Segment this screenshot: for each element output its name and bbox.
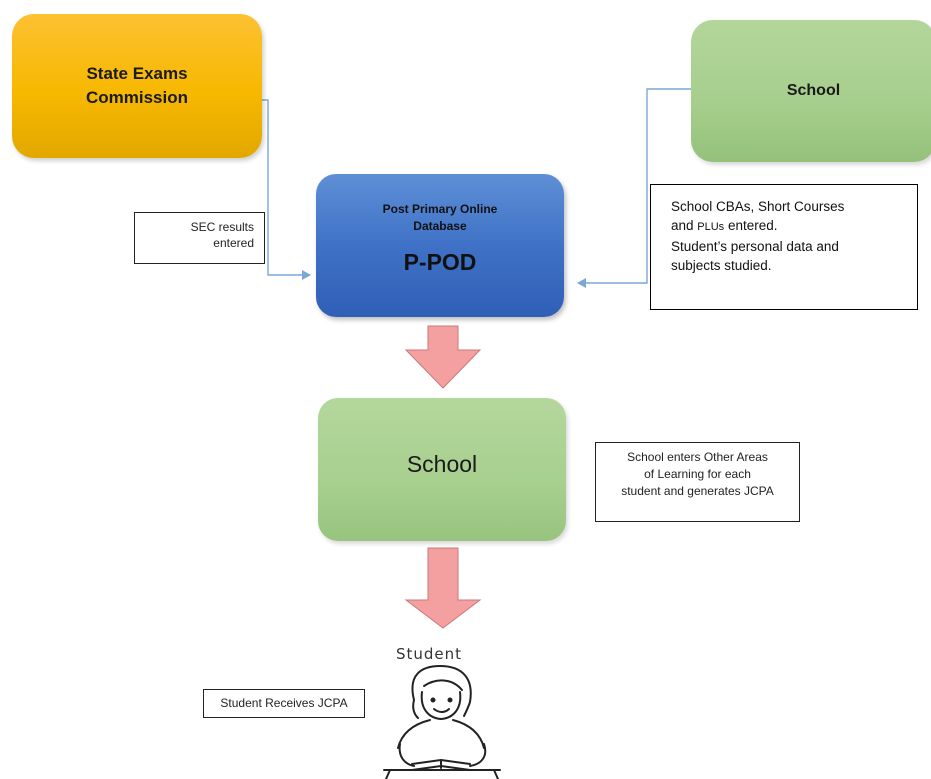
school-source-label: School	[786, 82, 841, 99]
school-label: School	[406, 451, 478, 477]
school-source-node: School	[691, 20, 931, 162]
school-data-note: School CBAs, Short Courses and PLUs ente…	[650, 184, 918, 310]
school-data-line1: School CBAs, Short Courses	[671, 199, 845, 214]
student-receives-text: Student Receives JCPA	[220, 696, 348, 710]
sec-label-line2: Commission	[85, 88, 189, 107]
other-areas-note: School enters Other Areas of Learning fo…	[595, 442, 800, 522]
school-data-line3: Student’s personal data and	[671, 239, 839, 254]
sec-results-note: SEC results entered	[134, 212, 265, 264]
student-label: Student	[396, 645, 463, 663]
school-node: School	[318, 398, 566, 541]
school-data-line2-post: entered.	[724, 218, 778, 233]
other-areas-line3: student and generates JCPA	[621, 484, 774, 498]
school-data-line4: subjects studied.	[671, 258, 772, 273]
ppod-subtitle-line2: Database	[413, 219, 467, 233]
ppod-to-school-arrow	[404, 325, 482, 389]
school-data-line2-pre: and	[671, 218, 698, 233]
other-areas-line1: School enters Other Areas	[627, 450, 768, 464]
sec-label-line1: State Exams	[86, 64, 188, 83]
ppod-subtitle: Post Primary Online Database	[383, 201, 498, 235]
sec-results-line2: entered	[213, 236, 254, 250]
ppod-node: Post Primary Online Database P-POD	[316, 174, 564, 317]
ppod-subtitle-line1: Post Primary Online	[382, 202, 498, 216]
sec-results-line1: SEC results	[190, 220, 254, 234]
school-data-line2: and PLUs entered.	[671, 216, 907, 237]
other-areas-line2: of Learning for each	[644, 467, 751, 481]
school-data-line2-caps: PLUs	[697, 221, 725, 233]
ppod-title: P-POD	[403, 249, 477, 275]
student-receives-note: Student Receives JCPA	[203, 689, 365, 718]
school-to-ppod-connector	[577, 88, 718, 288]
school-to-student-arrow	[404, 547, 482, 629]
state-exams-commission-node: State Exams Commission	[12, 14, 262, 158]
